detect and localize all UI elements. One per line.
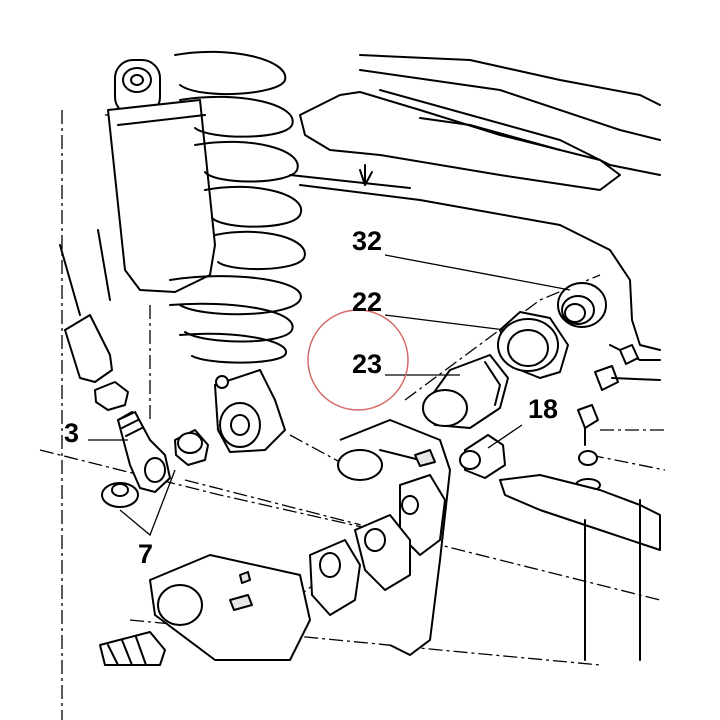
spacer-23 <box>422 354 509 429</box>
callout-label-3: 3 <box>64 418 79 448</box>
arrow-marker <box>359 164 373 186</box>
swingarm-frame <box>289 54 661 361</box>
callout-label-23: 23 <box>352 349 382 379</box>
leader-lines <box>88 254 571 537</box>
bearing-32 <box>557 282 607 328</box>
highlight-circle <box>307 309 409 411</box>
bushing-18 <box>459 434 506 479</box>
callout-label-32: 32 <box>352 226 382 256</box>
fasteners <box>499 344 661 661</box>
callout-label-18: 18 <box>528 394 558 424</box>
shock-absorber <box>107 50 306 453</box>
left-hardware <box>59 229 209 508</box>
callout-label-22: 22 <box>352 287 382 317</box>
bushing-22 <box>497 311 569 379</box>
callout-label-7: 7 <box>138 539 153 569</box>
linkage-assembly <box>99 419 451 666</box>
